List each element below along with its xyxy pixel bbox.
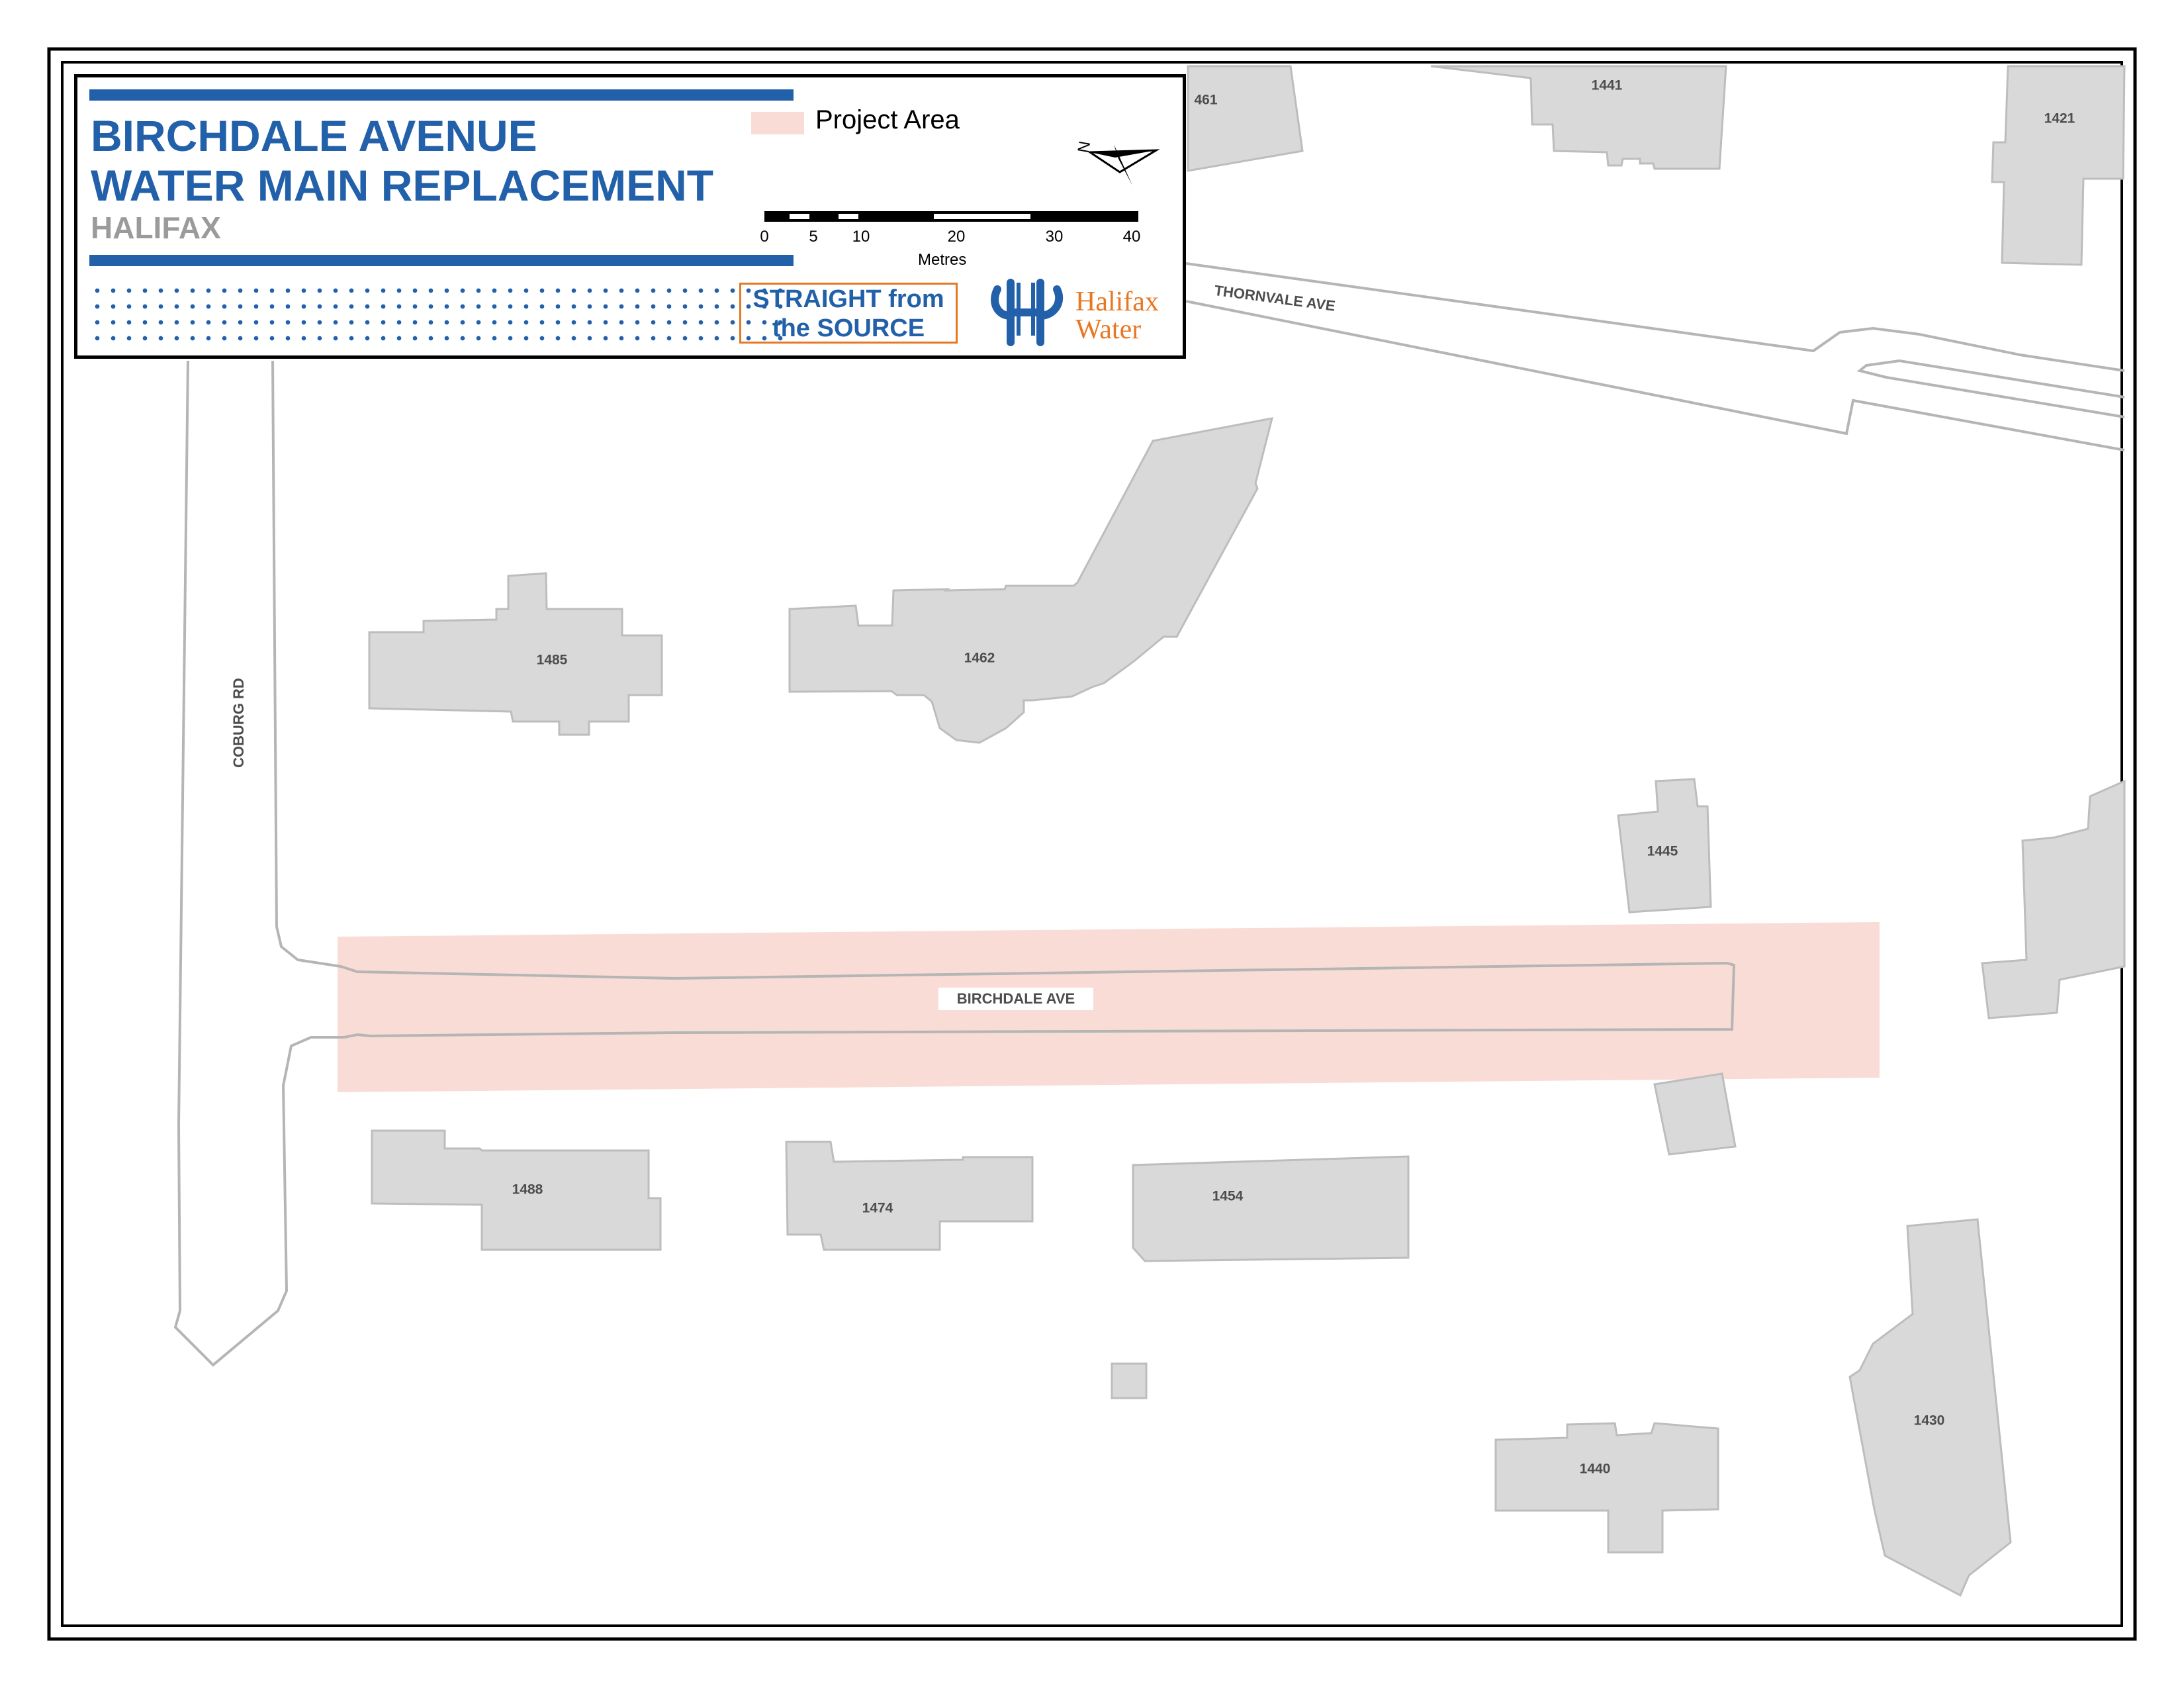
scale-bar: 0 5 10 20 30 40: [760, 211, 1141, 246]
project-area: [338, 922, 1880, 1092]
map-title-line-1: BIRCHDALE AVENUE: [91, 111, 537, 160]
building-label-1488: 1488: [512, 1182, 543, 1197]
scale-tick-20: 20: [948, 228, 966, 246]
title-top-rule: [89, 89, 794, 101]
road-label-halo: [938, 988, 1093, 1010]
building-1440: [1494, 1422, 1719, 1554]
coburg-rd-east-edge: [271, 360, 1736, 1039]
building-label-1441: 1441: [1592, 78, 1623, 93]
building-label-1485: 1485: [537, 653, 568, 668]
scale-tick-5: 5: [809, 228, 817, 246]
building-label-1454: 1454: [1212, 1189, 1244, 1204]
building-label-461: 461: [1194, 93, 1217, 108]
title-legend-panel: BIRCHDALE AVENUE WATER MAIN REPLACEMENT …: [74, 74, 1186, 359]
halifax-water-line-1: Halifax: [1075, 287, 1159, 317]
halifax-water-wordmark: Halifax Water: [1075, 288, 1159, 344]
building-unlabeled-south-of-1445: [1653, 1072, 1737, 1156]
building-unlabeled-east: [1981, 779, 2126, 1019]
straight-from-the-source-logo: STRAIGHT from the SOURCE: [739, 283, 958, 344]
building-1430: [1848, 1218, 2012, 1597]
building-1485: [368, 572, 663, 736]
road-label-birchdale-ave: BIRCHDALE AVE: [957, 990, 1075, 1007]
scale-units-label: Metres: [918, 251, 967, 269]
building-1462: [788, 417, 1274, 744]
building-label-1440: 1440: [1580, 1462, 1611, 1477]
sfts-line-1: STRAIGHT from: [752, 285, 944, 313]
legend-project-area-label: Project Area: [815, 105, 960, 134]
svg-text:N: N: [1073, 140, 1093, 154]
map-title-line-2: WATER MAIN REPLACEMENT: [91, 161, 714, 210]
scale-tick-30: 30: [1046, 228, 1064, 246]
building-label-1430: 1430: [1914, 1413, 1945, 1429]
scale-tick-0: 0: [760, 228, 768, 246]
building-1421: [1991, 65, 2126, 266]
dot-pattern-decoration: [89, 283, 794, 349]
building-small-square: [1111, 1362, 1148, 1399]
thornvale-ave-median: [1856, 359, 2125, 418]
thornvale-ave-north-edge: [1185, 262, 2125, 372]
building-1488: [371, 1129, 662, 1251]
halifax-water-line-2: Water: [1075, 314, 1142, 345]
building-1454: [1132, 1155, 1410, 1262]
legend-project-area-swatch: [751, 112, 804, 134]
building-461: [1187, 65, 1304, 172]
building-label-1462: 1462: [964, 651, 995, 666]
scale-tick-40: 40: [1123, 228, 1141, 246]
halifax-water-logo-icon: [991, 279, 1064, 346]
thornvale-ave-south-edge: [1185, 300, 2125, 451]
building-1441: [1430, 65, 1727, 170]
building-1445: [1617, 778, 1712, 914]
coburg-rd-west-edge: [173, 360, 344, 1367]
title-bottom-rule: [89, 255, 794, 266]
building-label-1474: 1474: [862, 1201, 893, 1216]
building-label-1445: 1445: [1647, 844, 1678, 859]
road-label-coburg-rd: COBURG RD: [230, 678, 247, 768]
building-label-1421: 1421: [2044, 111, 2075, 126]
map-subtitle: HALIFAX: [91, 211, 221, 245]
scale-tick-10: 10: [852, 228, 870, 246]
north-arrow-icon: N: [1073, 140, 1160, 185]
building-1474: [785, 1141, 1034, 1251]
sfts-line-2: the SOURCE: [772, 314, 925, 342]
